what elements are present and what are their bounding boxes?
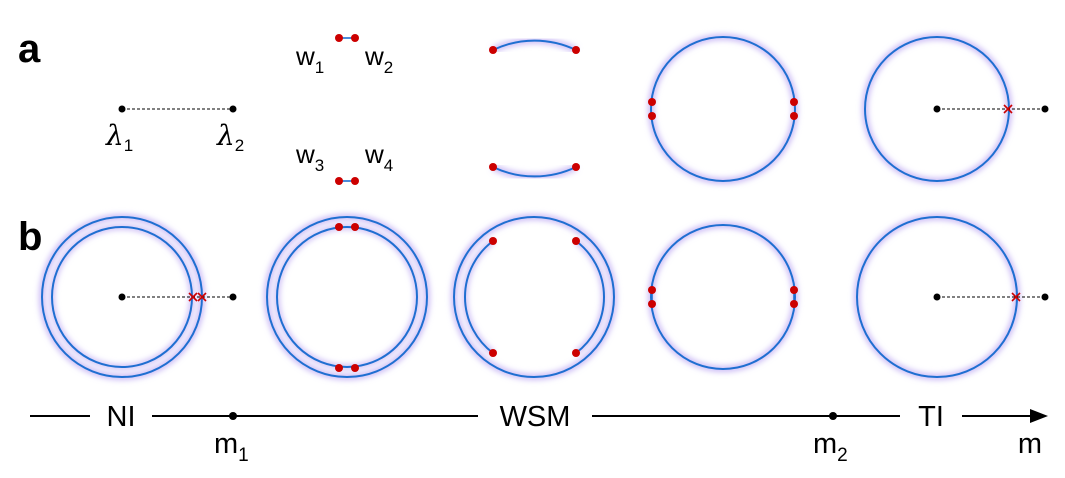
svg-text:m1: m1 xyxy=(214,428,249,466)
lambda2-sub: 2 xyxy=(235,136,244,155)
w1-sub: 1 xyxy=(315,58,324,77)
b3-wsm-ring xyxy=(451,214,617,380)
a5-ti-ring xyxy=(862,34,1049,184)
lambda2-label: λ xyxy=(216,119,235,152)
axis-variable-label: m xyxy=(1018,428,1042,460)
w2-sub: 2 xyxy=(384,58,393,77)
crossing-marker xyxy=(1003,104,1013,114)
m1-sub: 1 xyxy=(238,445,249,466)
b2-double-ring-weyl xyxy=(264,214,430,380)
phase-label-ni: NI xyxy=(107,401,136,433)
a1-eigenvalue-pair: λ1 λ2 xyxy=(105,105,244,155)
svg-text:w4: w4 xyxy=(364,139,393,175)
w3-sub: 3 xyxy=(315,156,324,175)
a3-fermi-arcs xyxy=(489,37,580,180)
svg-text:λ2: λ2 xyxy=(216,119,244,155)
a4-ring-with-weyl-points xyxy=(648,34,798,184)
b1-double-ring xyxy=(39,214,237,380)
panel-label-a: a xyxy=(18,27,41,71)
phase-label-ti: TI xyxy=(918,401,944,433)
m2-label: m xyxy=(813,428,837,460)
a2-weyl-pairs: w1 w2 w3 w4 xyxy=(295,34,393,185)
panel-label-b: b xyxy=(18,215,42,259)
svg-text:w2: w2 xyxy=(364,41,393,77)
phase-label-wsm: WSM xyxy=(500,401,571,433)
m1-label: m xyxy=(214,428,238,460)
svg-text:m2: m2 xyxy=(813,428,848,466)
lambda1-point xyxy=(118,105,126,113)
lambda2-point xyxy=(229,105,237,113)
w4-label: w xyxy=(364,139,384,169)
weyl-point-w2 xyxy=(351,34,359,42)
w3-label: w xyxy=(295,139,315,169)
w4-sub: 4 xyxy=(384,156,393,175)
w2-label: w xyxy=(364,41,384,71)
svg-text:w1: w1 xyxy=(295,41,324,77)
weyl-point-w1 xyxy=(335,34,343,42)
m2-sub: 2 xyxy=(837,445,848,466)
axis-arrow-head xyxy=(1030,409,1048,423)
b4-ring-side-weyl xyxy=(648,222,798,372)
m1-marker xyxy=(229,412,237,420)
m2-marker xyxy=(829,412,837,420)
b5-ti-ring xyxy=(854,214,1049,380)
phase-axis: NI WSM TI m1 m2 m xyxy=(30,401,1048,466)
svg-text:λ1: λ1 xyxy=(105,119,133,155)
crossing-marker-b5 xyxy=(1011,292,1021,302)
lambda1-label: λ xyxy=(105,119,124,152)
w1-label: w xyxy=(295,41,315,71)
weyl-point-w4 xyxy=(351,177,359,185)
svg-text:w3: w3 xyxy=(295,139,324,175)
crossing-marker-double xyxy=(188,292,207,302)
weyl-point-w3 xyxy=(335,177,343,185)
lambda1-sub: 1 xyxy=(124,136,133,155)
